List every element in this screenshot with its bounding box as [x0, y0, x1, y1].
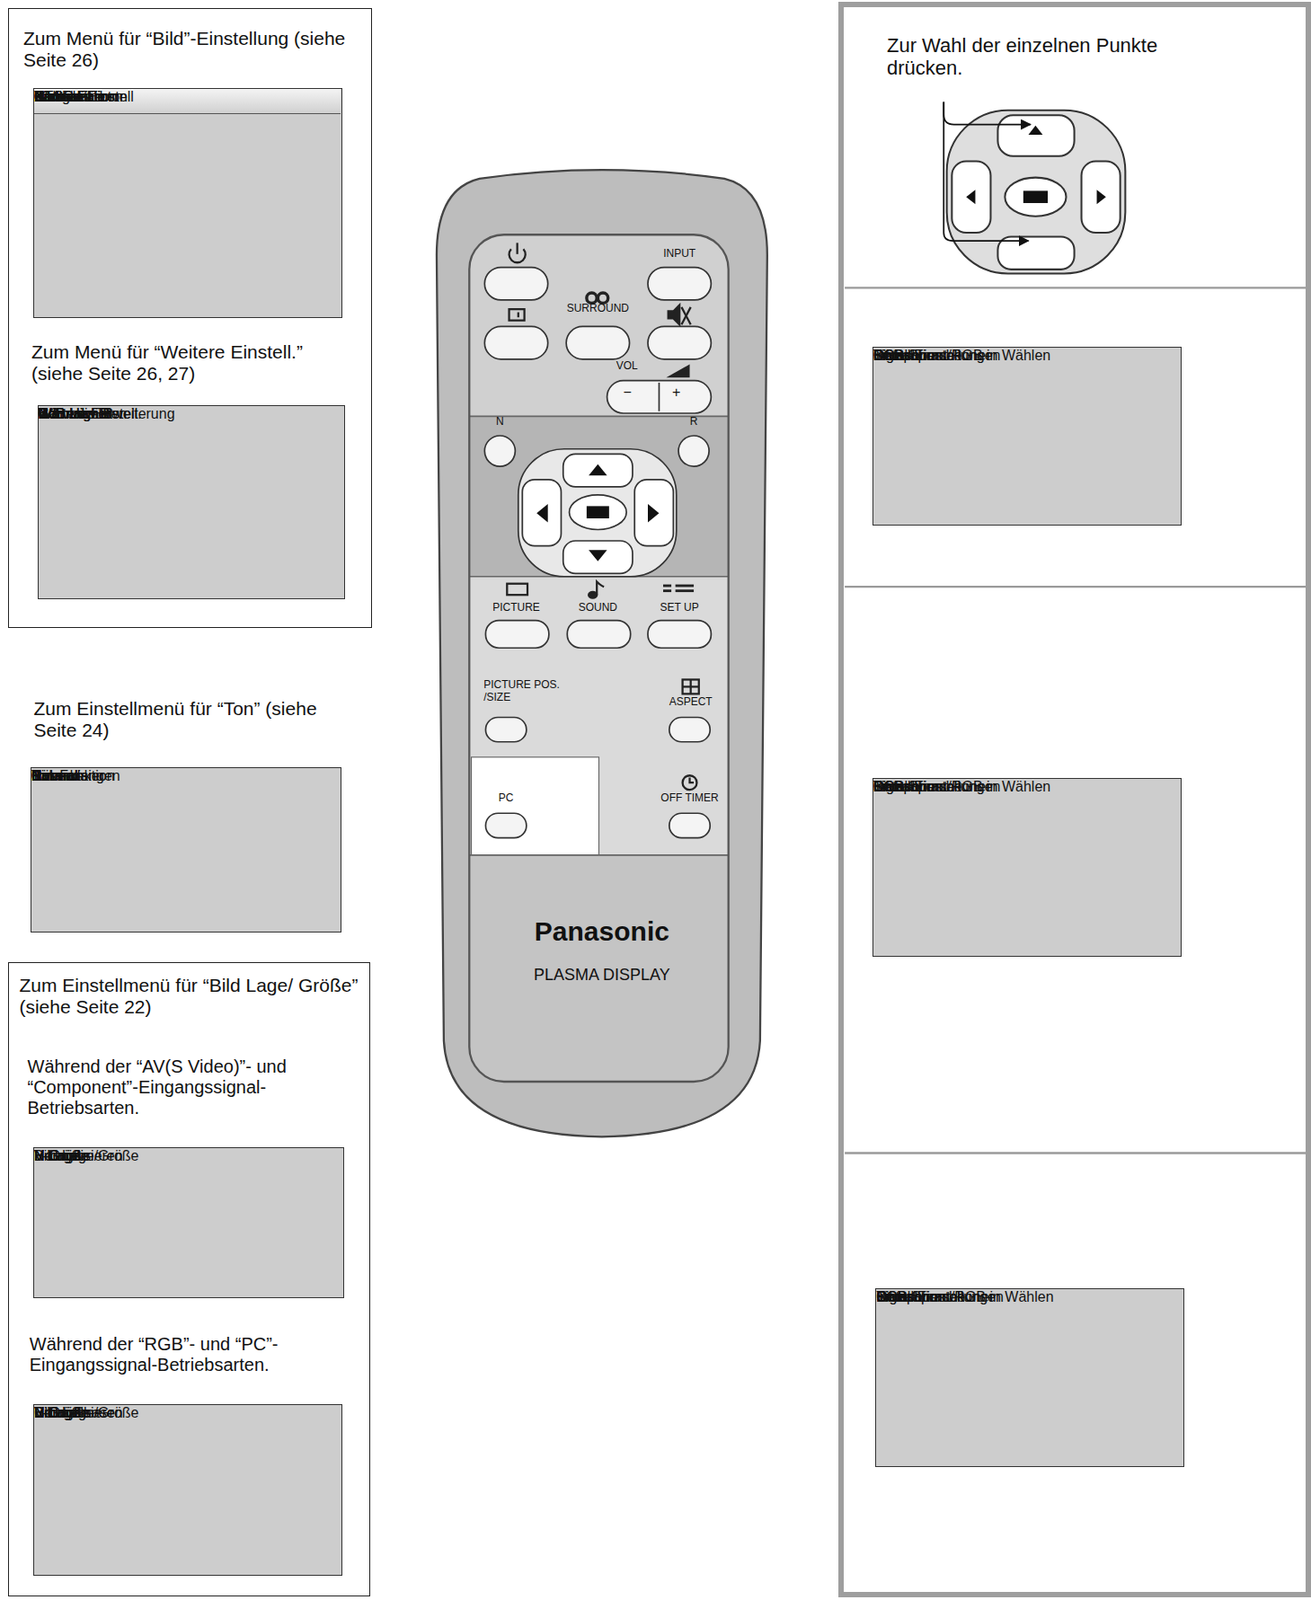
remote-buttons — [484, 267, 711, 839]
remote-button: SOUND — [560, 593, 635, 650]
node-text: Zum Menü für “Bild”-Einstellung (siehe S… — [23, 27, 369, 71]
callout-frame: NormalisierenNormalBild FunktionNormalKo… — [8, 8, 373, 629]
button-label: ASPECT — [645, 696, 737, 709]
button-label: N — [489, 416, 511, 429]
node-text: Weitere Einstell. — [38, 406, 142, 423]
node-value: Während der “AV(S Video)”- und “Componen… — [27, 1056, 360, 1119]
menu-panel: NormalisierenNormalSchwarz-Erweiterung0W… — [37, 405, 346, 600]
menu-panel: Component/RGB in WählenRGBSignalBildschi… — [875, 1288, 1185, 1468]
node-text: SOUND — [560, 602, 635, 615]
button-label: + — [664, 384, 689, 401]
button-label: SURROUND — [550, 302, 645, 316]
menu-panel: NormalisierenNormalTon-FunktionNormalBas… — [30, 767, 342, 933]
node-text: Zur Wahl der einzelnen Punkte drücken. — [886, 34, 1194, 80]
node-text: PICTURE — [479, 602, 554, 615]
node-text: Zum Einstellmenü für “Bild Lage/ Größe” … — [18, 974, 366, 1019]
button-label: VOL — [616, 360, 657, 373]
menu-panel: Component/RGB in WählenRGBSignalBildschi… — [872, 346, 1182, 526]
node-value: Zum Menü für “Weitere Einstell.” (siehe … — [31, 341, 358, 385]
node-text: Panasonic — [438, 916, 765, 948]
node-text: PICTURE POS. /SIZE — [483, 679, 572, 705]
node-text: Installation — [873, 779, 943, 796]
button-label: PC — [475, 792, 537, 806]
heading-text: Zum Einstellmenü für “Ton” (siehe Seite … — [33, 698, 360, 742]
node-value: Während der “RGB”- und “PC”- Eingangssig… — [29, 1334, 367, 1376]
menu-panel: NormalisierenNormalH-LageH-GrößeV-LageV-… — [33, 1404, 343, 1577]
button-label: − — [615, 384, 640, 401]
button-label: INPUT — [647, 248, 711, 261]
node-value: PLASMA DISPLAY — [438, 965, 765, 985]
node-text: Bild Lage/Größe — [34, 1148, 140, 1165]
remote-button: SET UP — [642, 596, 717, 650]
remote-body — [436, 169, 768, 1137]
menu-panel: Component/RGB in WählenRGBSignalBildschi… — [872, 778, 1182, 957]
menu-panel: NormalisierenNormalBild FunktionNormalKo… — [33, 88, 343, 318]
menu-panel: NormalisierenNormalH-LageH-GrößeV-LageV-… — [33, 1147, 345, 1299]
node-text: Bild Lage/Größe — [34, 1405, 140, 1422]
leader-line — [943, 102, 1031, 241]
remote-button: PICTURE — [479, 596, 554, 650]
node-text: Bild — [34, 88, 59, 106]
remote-nav-pad — [518, 449, 677, 577]
remote-button: PICTURE POS. /SIZE — [479, 678, 572, 742]
instruction-panel: Component/RGB in WählenRGBSignalBildschi… — [838, 1, 1311, 1598]
button-label: R — [683, 416, 705, 429]
callout-frame: NormalisierenNormalH-LageH-GrößeV-LageV-… — [8, 962, 371, 1597]
right-panel-dividers — [844, 287, 1311, 1153]
node-text: Installation — [876, 1289, 946, 1306]
button-label: OFF TIMER — [633, 792, 746, 806]
node-text: Ton — [31, 768, 55, 785]
cursor-pad — [947, 110, 1126, 275]
node-text: SET UP — [642, 602, 717, 615]
node-text: Installation — [873, 347, 943, 364]
